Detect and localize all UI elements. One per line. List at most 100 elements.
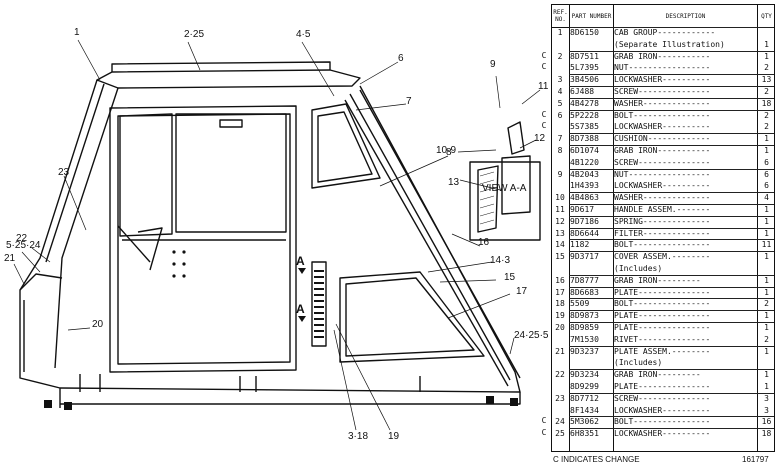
part-number-cell: 8D6644 [570,228,599,238]
table-row: (Includes) [552,263,774,274]
description-cell: SCREW--------------- [614,87,711,96]
change-mark: C [541,428,547,438]
callout-20: 20 [92,319,104,330]
callout-24-25-5: 24·25·5 [514,330,549,341]
ref-cell: 17 [555,287,565,297]
qty-cell: 1 [764,146,769,155]
callout-19: 19 [388,431,400,442]
ref-cell: 20 [555,323,565,332]
header-qty: QTY [761,12,772,20]
part-number-cell: 7D8777 [570,275,599,285]
change-mark-row: C [538,415,550,426]
change-mark-row [538,345,550,356]
part-number-cell: 7M1530 [570,334,599,344]
change-mark-row: C [538,109,550,120]
section-marker-a-top: A [296,254,305,268]
row-divider [569,274,774,276]
callout-2-25: 2·25 [184,29,205,40]
change-mark-row [538,144,550,155]
description-cell: LOCKWASHER---------- [614,405,711,415]
ref-cell: 15 [555,252,565,262]
callout-10-9: 10·9 [436,145,457,156]
description-cell: LOCKWASHER---------- [614,75,711,85]
ref-cell: 1 [557,28,563,37]
qty-cell: 1 [764,370,769,380]
header-part-number: PART NUMBER [571,12,612,20]
part-number-cell: 4B2043 [570,169,599,179]
qty-cell: 11 [761,240,772,250]
callout-21: 21 [4,253,16,264]
part-number-cell: 8F1434 [570,405,599,415]
part-number-cell: 5P2228 [570,110,599,120]
description-cell: LOCKWASHER---------- [614,181,711,191]
part-number-cell: 5M3062 [570,417,599,427]
change-mark-row: C [538,120,550,131]
row-divider [569,392,774,394]
description-cell: COVER ASSEM.-------- [614,252,711,262]
qty-cell: 1 [764,252,769,262]
change-mark-row [538,392,550,403]
row-divider [569,109,774,111]
qty-cell: 1 [764,275,769,285]
callout-8: 8 [446,147,452,158]
change-mark-row [538,368,550,379]
part-number-cell: 8D7511 [570,51,599,61]
row-divider [569,345,774,347]
qty-cell: 1 [764,382,769,391]
qty-cell: 18 [761,98,772,108]
part-number-cell: 8D9873 [570,311,599,321]
callout-5-25-24: 5·25·24 [6,240,41,251]
ref-cell: 4 [557,87,563,96]
change-mark-row [538,227,550,238]
ref-cell: 7 [557,134,563,144]
change-mark-row [538,404,550,415]
callout-23: 23 [58,167,70,178]
change-mark-row [538,26,550,37]
qty-cell: 18 [761,429,772,439]
change-indicator-note: C INDICATES CHANGE [553,455,640,464]
part-number-cell: 5L7395 [570,63,599,73]
row-divider [569,133,774,135]
description-cell: RIVET--------------- [614,334,711,344]
table-row: 5L7395 NUT----------------- 2 [552,62,774,73]
change-mark-row: C [538,427,550,438]
ref-cell: 3 [557,75,563,85]
description-cell: NUT----------------- [614,169,711,179]
description-cell: PLATE--------------- [614,287,711,297]
description-cell: GRAB IRON--------- [614,275,701,285]
part-number-cell: 9D3237 [570,346,599,356]
description-cell: CUSHION------------- [614,134,711,144]
description-cell: NUT----------------- [614,63,711,73]
part-number-cell: 4B4278 [570,98,599,108]
row-divider [569,27,774,28]
change-mark-row [538,309,550,320]
change-mark-row [538,297,550,308]
callout-17: 17 [516,286,528,297]
part-number-cell: 4B4863 [570,193,599,203]
row-divider [569,298,774,300]
description-cell: SCREW--------------- [614,393,711,403]
qty-cell: 1 [764,51,769,61]
callout-12: 12 [534,133,546,144]
part-number-cell: 6D1074 [570,146,599,155]
ref-cell: 24 [555,417,565,427]
description-cell: GRAB IRON----------- [614,51,711,61]
part-number-cell: 9D7186 [570,216,599,226]
change-mark-row [538,38,550,49]
row-divider [569,322,774,323]
qty-cell: 3 [764,405,769,415]
callout-1: 1 [74,27,80,38]
change-mark-row [538,203,550,214]
qty-cell: 2 [764,63,769,73]
callout-14-3: 14·3 [490,255,511,266]
